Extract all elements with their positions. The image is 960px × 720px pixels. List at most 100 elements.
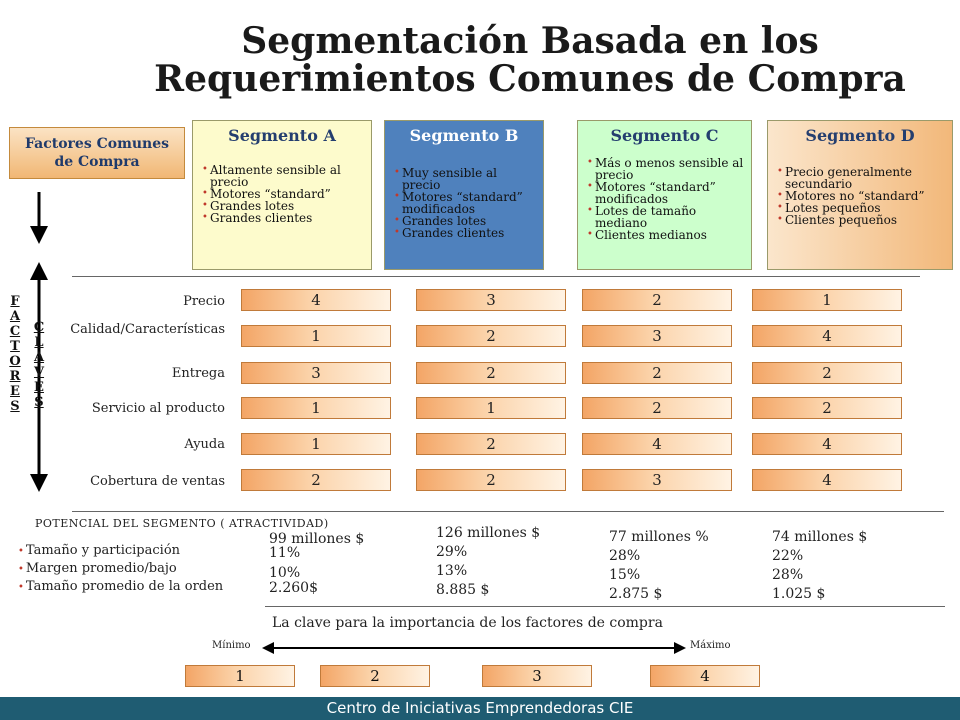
segment-d-bullet: Clientes pequeños	[777, 214, 948, 226]
score-bar: 2	[582, 289, 732, 311]
score-bar: 4	[582, 433, 732, 455]
segment-a-card: Segmento A Altamente sensible al precio …	[192, 120, 372, 270]
potential-value: 2.260$	[269, 580, 318, 596]
bullet-dot-icon: •	[18, 546, 24, 557]
factor-label: Ayuda	[184, 437, 225, 452]
potential-label-text: Tamaño y participación	[25, 543, 181, 558]
potential-value: 77 millones %	[609, 529, 709, 545]
segment-c-bullets: Más o menos sensible al precio Motores “…	[587, 157, 747, 241]
bullet-dot-icon: •	[18, 582, 24, 593]
vertical-arrows	[30, 192, 48, 492]
page-title-line-2: Requerimientos Comunes de Compra	[154, 58, 906, 100]
segment-c-bullet: Motores “standard” modificados	[587, 181, 747, 205]
key-arrow	[262, 642, 686, 654]
potential-value: 10%	[269, 565, 301, 581]
segment-a-bullet: Motores “standard”	[202, 188, 367, 200]
potential-column-a: 99 millones $ 11% 10% 2.260$	[269, 530, 364, 598]
double-arrow-icon	[262, 642, 686, 654]
potential-value: 22%	[772, 548, 804, 564]
segment-d-bullet: Lotes pequeños	[777, 202, 948, 214]
up-down-arrow-icon	[30, 262, 48, 492]
potential-label: •Margen promedio/bajo	[18, 561, 177, 576]
bullet-dot-icon: •	[18, 564, 24, 575]
down-arrow-icon	[30, 192, 48, 244]
segment-b-bullet: Muy sensible al precio	[394, 167, 539, 191]
segment-d-bullet: Precio generalmente secundario	[777, 166, 948, 190]
factor-label: Entrega	[171, 366, 225, 381]
factor-label: Cobertura de ventas	[90, 474, 225, 489]
potential-value: 28%	[609, 548, 641, 564]
factors-header-line-2: de Compra	[54, 154, 140, 170]
score-bar: 4	[752, 469, 902, 491]
potential-value: 13%	[436, 563, 468, 579]
potential-value: 99 millones $	[269, 531, 365, 547]
score-bar: 2	[752, 362, 902, 384]
key-title: La clave para la importancia de los fact…	[272, 615, 663, 631]
factor-label: Calidad/Características	[70, 322, 225, 337]
segment-a-bullet: Altamente sensible al precio	[202, 164, 367, 188]
potential-label: •Tamaño y participación	[18, 543, 180, 558]
potential-label-text: Margen promedio/bajo	[25, 561, 177, 576]
score-bar: 2	[241, 469, 391, 491]
potential-value: 74 millones $	[772, 529, 868, 545]
potential-value: 11%	[269, 545, 301, 561]
segment-a-title: Segmento A	[228, 126, 336, 145]
score-bar: 2	[416, 362, 566, 384]
factor-label: Servicio al producto	[91, 401, 225, 416]
potential-title: POTENCIAL DEL SEGMENTO ( ATRACTIVIDAD)	[35, 517, 329, 530]
key-value-3: 3	[482, 665, 592, 687]
score-bar: 3	[582, 469, 732, 491]
potential-label-text: Tamaño promedio de la orden	[25, 579, 224, 594]
segment-d-bullet: Motores no “standard”	[777, 190, 948, 202]
potential-value: 1.025 $	[772, 586, 826, 602]
score-bar: 2	[752, 397, 902, 419]
score-bar: 1	[241, 397, 391, 419]
potential-value: 29%	[436, 544, 468, 560]
potential-value: 126 millones $	[436, 525, 541, 541]
key-max-label: Máximo	[690, 640, 731, 651]
divider-bottom	[265, 606, 945, 607]
segment-d-title: Segmento D	[805, 126, 915, 145]
score-bar: 4	[752, 433, 902, 455]
potential-column-c: 77 millones % 28% 15% 2.875 $	[609, 528, 709, 604]
segment-a-bullet: Grandes clientes	[202, 212, 367, 224]
score-bar: 4	[752, 325, 902, 347]
segment-b-bullet: Motores “standard” modificados	[394, 191, 539, 215]
potential-value: 28%	[772, 567, 804, 583]
factors-header-box: Factores Comunes de Compra	[9, 127, 185, 179]
segment-b-bullet: Grandes clientes	[394, 227, 539, 239]
segment-c-bullet: Más o menos sensible al precio	[587, 157, 747, 181]
segment-a-bullet: Grandes lotes	[202, 200, 367, 212]
key-min-label: Mínimo	[212, 640, 251, 651]
potential-column-b: 126 millones $ 29% 13% 8.885 $	[436, 524, 540, 600]
score-bar: 4	[241, 289, 391, 311]
potential-value: 15%	[609, 567, 641, 583]
score-bar: 3	[241, 362, 391, 384]
segment-c-bullet: Lotes de tamaño mediano	[587, 205, 747, 229]
segment-d-card: Segmento D Precio generalmente secundari…	[767, 120, 953, 270]
segment-b-bullet: Grandes lotes	[394, 215, 539, 227]
factor-label: Precio	[183, 294, 225, 309]
segment-a-bullets: Altamente sensible al precio Motores “st…	[202, 164, 367, 224]
score-bar: 3	[416, 289, 566, 311]
score-bar: 2	[416, 469, 566, 491]
segment-b-card: Segmento B Muy sensible al precio Motore…	[384, 120, 544, 270]
key-value-1: 1	[185, 665, 295, 687]
segment-b-title: Segmento B	[409, 126, 519, 145]
potential-value: 2.875 $	[609, 586, 663, 602]
page-title-line-1: Segmentación Basada en los	[241, 20, 819, 62]
potential-value: 8.885 $	[436, 582, 490, 598]
factors-header-line-1: Factores Comunes	[24, 136, 170, 152]
score-bar: 1	[241, 433, 391, 455]
score-bar: 1	[416, 397, 566, 419]
score-bar: 1	[752, 289, 902, 311]
segment-b-bullets: Muy sensible al precio Motores “standard…	[394, 167, 539, 239]
potential-column-d: 74 millones $ 22% 28% 1.025 $	[772, 528, 867, 604]
segment-c-bullet: Clientes medianos	[587, 229, 747, 241]
score-bar: 2	[582, 397, 732, 419]
key-value-4: 4	[650, 665, 760, 687]
